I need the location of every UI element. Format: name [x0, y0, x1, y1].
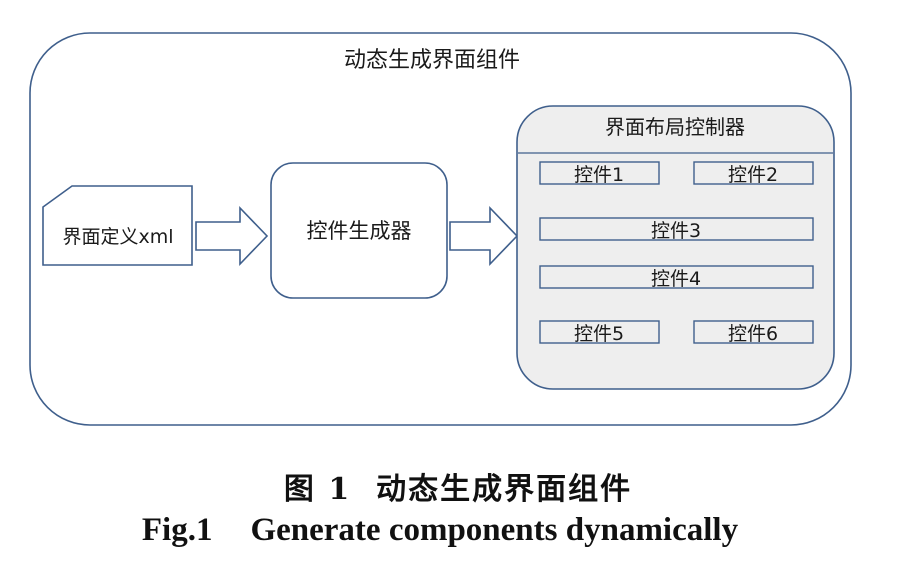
control-item: 控件2 — [693, 161, 814, 186]
xml-file-shape — [42, 185, 193, 266]
figure-caption-cn: 图 1 动态生成界面组件 — [0, 464, 916, 508]
figure-number-en: Fig.1 — [141, 512, 213, 548]
control-label: 控件2 — [728, 164, 778, 186]
control-item: 控件4 — [539, 265, 814, 290]
control-label: 控件3 — [651, 220, 701, 242]
control-label: 控件5 — [574, 323, 624, 345]
control-generator-label: 控件生成器 — [307, 219, 412, 243]
control-label: 控件6 — [728, 323, 778, 345]
layout-controller-title: 界面布局控制器 — [605, 115, 745, 139]
figure-title-cn: 动态生成界面组件 — [376, 472, 633, 507]
figure-number-cn: 图 1 — [283, 472, 352, 507]
arrow-right-icon — [195, 206, 269, 266]
control-item: 控件5 — [539, 320, 660, 345]
xml-file-label: 界面定义xml — [62, 226, 173, 248]
figure-title-en: Generate components dynamically — [250, 512, 739, 548]
architecture-diagram: 动态生成界面组件 界面定义xml 控件生成器 界面布局控制器 控件1 控件2 控… — [29, 32, 852, 426]
control-item: 控件1 — [539, 161, 660, 186]
control-label: 控件4 — [651, 268, 701, 290]
figure-caption-en: Fig.1 Generate components dynamically — [0, 512, 880, 549]
arrow-right-icon — [449, 206, 519, 266]
control-label: 控件1 — [574, 164, 624, 186]
control-item: 控件6 — [693, 320, 814, 345]
control-item: 控件3 — [539, 217, 814, 242]
layout-controller-panel — [516, 105, 835, 390]
outer-title: 动态生成界面组件 — [344, 48, 520, 73]
control-generator-box — [270, 162, 448, 299]
